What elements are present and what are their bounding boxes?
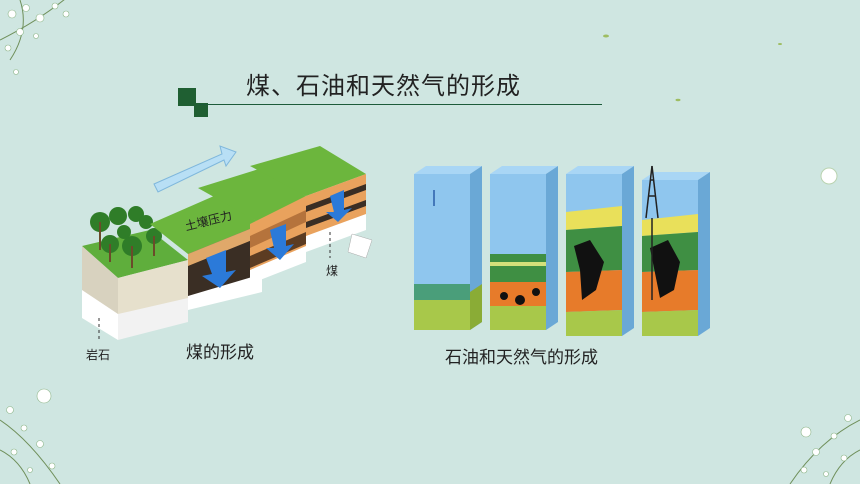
oil-column-1 xyxy=(414,166,482,330)
rock-label: 岩石 xyxy=(86,348,111,362)
oil-column-4 xyxy=(642,172,710,336)
oil-column-3 xyxy=(566,166,634,336)
title-accent-square-small xyxy=(194,103,208,117)
flower-bloom-icon xyxy=(820,167,838,185)
leaf-icon xyxy=(603,34,609,38)
soil-block-2 xyxy=(198,168,306,284)
flower-cluster-bottom-left-icon xyxy=(0,388,61,484)
oil-column-2 xyxy=(490,166,558,330)
page-title: 煤、石油和天然气的形成 xyxy=(246,72,521,100)
title-underline xyxy=(198,104,602,105)
soil-block-3 xyxy=(250,146,366,252)
flower-cluster-top-left-icon xyxy=(0,0,70,75)
oil-gas-formation-caption: 石油和天然气的形成 xyxy=(445,348,598,368)
soil-block-1 xyxy=(150,196,262,310)
progress-arrow-icon xyxy=(153,145,237,193)
coal-formation-caption: 煤的形成 xyxy=(186,343,254,363)
leaf-icon xyxy=(778,43,782,45)
coal-label: 煤 xyxy=(326,264,339,278)
leaf-icon xyxy=(675,98,681,102)
oil-derrick-icon xyxy=(645,165,659,300)
title-accent-square xyxy=(178,88,196,106)
forest-block xyxy=(82,206,188,340)
flower-cluster-bottom-right-icon xyxy=(789,414,860,484)
paper-note-icon xyxy=(347,233,373,259)
